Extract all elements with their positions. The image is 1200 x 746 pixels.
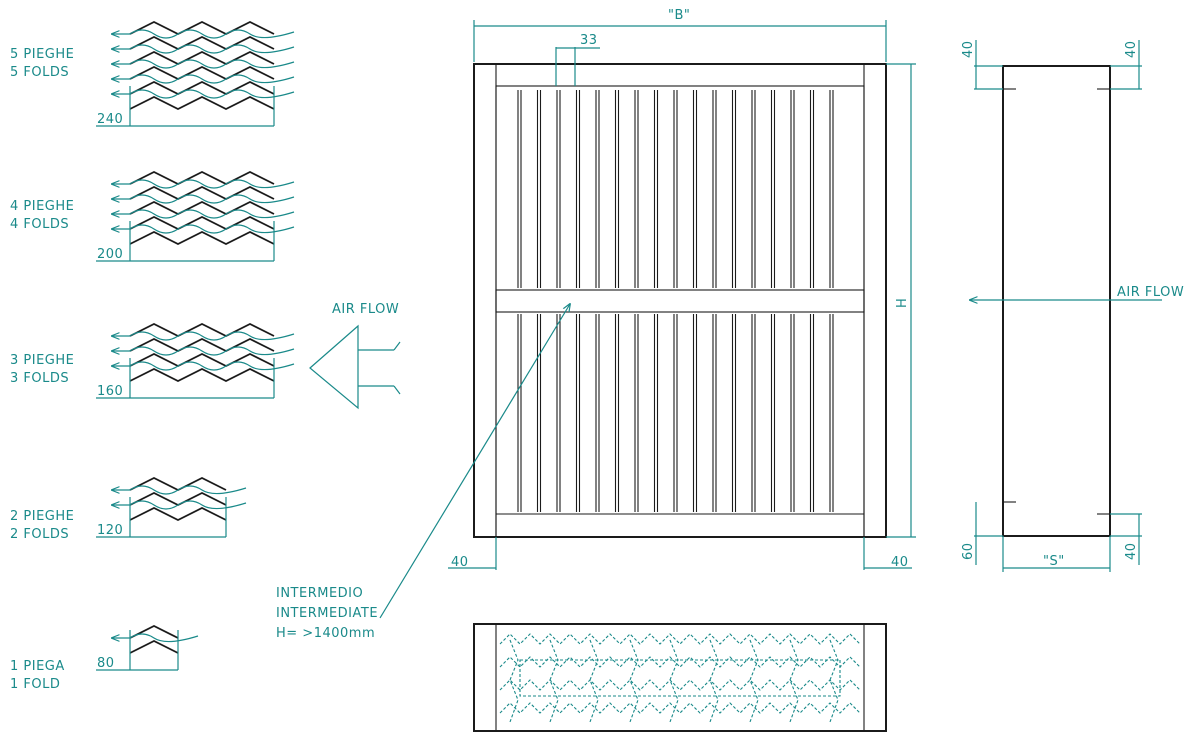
section-pleat-column [629, 639, 639, 723]
airflow-arrow [112, 179, 295, 189]
fold-depth-dimension: 240 [97, 112, 123, 127]
airflow-arrow [112, 485, 247, 495]
frame-left-dimension: 40 [451, 555, 469, 570]
section-pleat-row [499, 656, 861, 668]
fold-label-it: 5 PIEGHE [10, 47, 74, 62]
airflow-label-left: AIR FLOW [332, 302, 399, 317]
fold-label-it: 1 PIEGA [10, 659, 65, 674]
airflow-arrow [112, 29, 295, 39]
section-pleat-inner [519, 659, 841, 697]
pleat-line [129, 50, 275, 66]
section-pleat-column [669, 639, 679, 723]
section-pleat-column [549, 639, 559, 723]
pleat-line [129, 65, 275, 81]
pleat-line [129, 322, 275, 338]
frame-right-dimension: 40 [891, 555, 909, 570]
airflow-arrow [112, 500, 247, 510]
airflow-arrow [112, 59, 295, 69]
pleat-line [129, 230, 275, 246]
section-pleat-column [589, 639, 599, 723]
airflow-arrow [112, 346, 295, 356]
pleat-line [129, 215, 275, 231]
fold-details: 240 5 PIEGHE 5 FOLDS 200 4 PIEGHE 4 FOLDS 160 3… [10, 20, 295, 692]
slat-width-dimension: 33 [580, 33, 598, 48]
section-pleats [499, 633, 861, 723]
fold-label-it: 2 PIEGHE [10, 509, 74, 524]
pleat-line [129, 185, 275, 201]
filter-slats [517, 90, 834, 512]
airflow-arrow [112, 209, 295, 219]
fold-label-en: 2 FOLDS [10, 527, 69, 542]
pleat-line [129, 95, 275, 111]
pleat-line [129, 35, 275, 51]
fold-depth-dimension: 120 [97, 523, 123, 538]
fold-depth-dimension: 200 [97, 247, 123, 262]
fold-label-en: 3 FOLDS [10, 371, 69, 386]
airflow-label-right: AIR FLOW [1117, 285, 1184, 300]
side-view: 40 40 60 40 "S" AIR FLOW [961, 40, 1184, 572]
fold-label-en: 1 FOLD [10, 677, 60, 692]
width-dimension: "B" [668, 8, 690, 23]
fold-detail-5: 240 5 PIEGHE 5 FOLDS [10, 20, 295, 127]
airflow-arrow [112, 331, 295, 341]
pleat-line [129, 624, 179, 639]
fold-detail-2: 120 2 PIEGHE 2 FOLDS [10, 476, 247, 542]
pleat-line [129, 506, 227, 522]
section-pleat-column [749, 639, 759, 723]
pleat-line [129, 80, 275, 96]
fold-label-it: 4 PIEGHE [10, 199, 74, 214]
section-pleat-column [789, 639, 799, 723]
pleat-line [129, 337, 275, 353]
side-bottom-left-dimension: 60 [961, 542, 976, 560]
intermediate-note: INTERMEDIO INTERMEDIATE H= >1400mm [276, 586, 378, 641]
pleat-line [129, 352, 275, 368]
pleat-line [129, 476, 227, 492]
airflow-arrow [112, 361, 295, 371]
airflow-arrow [112, 74, 295, 84]
pleat-line [129, 491, 227, 507]
fold-depth-dimension: 160 [97, 384, 123, 399]
section-pleat-column [829, 639, 839, 723]
airflow-arrow [112, 89, 295, 99]
pleat-line [129, 639, 179, 654]
fold-label-en: 5 FOLDS [10, 65, 69, 80]
section-pleat-column [709, 639, 719, 723]
pleat-line [129, 20, 275, 36]
section-pleat-row [499, 679, 861, 691]
section-pleat-column [509, 639, 519, 723]
fold-detail-4: 200 4 PIEGHE 4 FOLDS [10, 170, 295, 262]
height-dimension: H [895, 298, 910, 308]
fold-label-it: 3 PIEGHE [10, 353, 74, 368]
airflow-arrow [112, 633, 199, 643]
side-bottom-right-dimension: 40 [1124, 542, 1139, 560]
fold-label-en: 4 FOLDS [10, 217, 69, 232]
fold-detail-3: 160 3 PIEGHE 3 FOLDS [10, 322, 295, 399]
intermediate-it: INTERMEDIO [276, 586, 363, 601]
intermediate-en: INTERMEDIATE [276, 606, 378, 621]
airflow-arrow [112, 44, 295, 54]
side-top-left-dimension: 40 [961, 40, 976, 58]
pleat-line [129, 170, 275, 186]
airflow-arrow [112, 224, 295, 234]
pleat-line [129, 367, 275, 383]
fold-depth-dimension: 80 [97, 656, 115, 671]
side-top-right-dimension: 40 [1124, 40, 1139, 58]
front-view: "B" 33 H 40 40 [379, 8, 916, 619]
pleat-line [129, 200, 275, 216]
intermediate-height-note: H= >1400mm [276, 626, 375, 641]
depth-dimension: "S" [1043, 554, 1065, 569]
section-pleat-row [499, 633, 861, 645]
airflow-arrow [112, 194, 295, 204]
fold-detail-1: 80 1 PIEGA 1 FOLD [10, 624, 199, 692]
airflow-symbol: AIR FLOW [309, 302, 401, 410]
section-view [473, 623, 887, 732]
